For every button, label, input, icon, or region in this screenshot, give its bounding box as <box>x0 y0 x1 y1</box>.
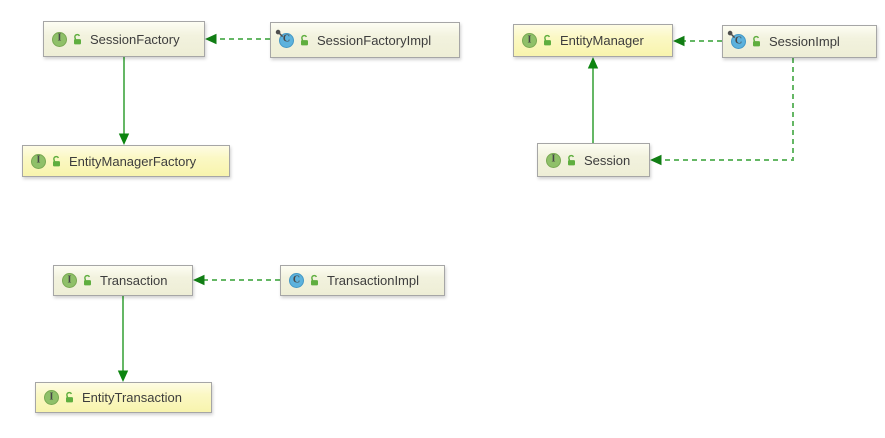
class-icon: C <box>275 29 294 48</box>
type-icon-letter: I <box>57 32 62 44</box>
node-label: EntityManagerFactory <box>69 153 197 169</box>
type-icon-letter: I <box>551 153 556 165</box>
type-icon-letter: C <box>282 33 291 45</box>
node-session-factory-impl[interactable]: C SessionFactoryImpl <box>270 22 460 58</box>
interface-icon: I <box>522 33 537 48</box>
node-entity-manager-factory[interactable]: I EntityManagerFactory <box>22 145 230 177</box>
node-label: Session <box>584 152 631 168</box>
public-lock-icon <box>66 391 73 403</box>
type-icon-letter: C <box>292 274 301 285</box>
interface-icon: I <box>546 152 561 168</box>
final-mark-icon <box>727 30 736 39</box>
node-entity-transaction[interactable]: I EntityTransaction <box>35 382 212 413</box>
interface-icon: I <box>62 273 77 288</box>
node-session-factory[interactable]: I SessionFactory <box>43 21 205 57</box>
class-icon: C <box>727 30 746 49</box>
arrowhead-icon <box>650 154 662 166</box>
edge-transactionimpl-to-transaction <box>193 274 280 286</box>
node-label: Transaction <box>100 273 168 288</box>
class-icon: C <box>289 273 304 288</box>
node-label: TransactionImpl <box>327 273 419 288</box>
arrowhead-icon <box>673 35 685 47</box>
type-icon-letter: I <box>527 34 532 45</box>
arrowhead-icon <box>587 57 599 69</box>
interface-icon: I <box>31 153 46 169</box>
node-label: SessionImpl <box>769 34 840 49</box>
arrowhead-icon <box>118 133 130 145</box>
interface-icon: I <box>44 390 59 405</box>
edge-session-to-entitymanager <box>587 57 599 143</box>
node-session[interactable]: I Session <box>537 143 650 177</box>
node-session-impl[interactable]: C SessionImpl <box>722 25 877 58</box>
edge-sessionimpl-to-session <box>650 58 794 166</box>
public-lock-icon <box>53 155 60 166</box>
node-label: SessionFactoryImpl <box>317 32 432 48</box>
public-lock-icon <box>74 33 81 44</box>
public-lock-icon <box>84 274 91 286</box>
final-mark-icon <box>275 29 284 37</box>
arrowhead-icon <box>205 33 217 45</box>
node-label: EntityTransaction <box>82 390 182 405</box>
arrowhead-icon <box>193 274 205 286</box>
node-transaction-impl[interactable]: C TransactionImpl <box>280 265 445 296</box>
type-icon-letter: I <box>49 391 54 402</box>
edge-sessionfactoryimpl-to-sessionfactory <box>205 33 270 45</box>
edge-sessionfactory-to-entitymanagerfactory <box>118 57 130 145</box>
public-lock-icon <box>301 34 308 45</box>
node-entity-manager[interactable]: I EntityManager <box>513 24 673 57</box>
public-lock-icon <box>311 274 318 286</box>
type-icon-letter: I <box>67 274 72 285</box>
type-icon-letter: C <box>734 35 743 46</box>
edge-sessionimpl-to-entitymanager <box>673 35 722 47</box>
edge-transaction-to-entitytransaction <box>117 296 129 382</box>
node-transaction[interactable]: I Transaction <box>53 265 193 296</box>
interface-icon: I <box>52 31 67 47</box>
public-lock-icon <box>544 34 551 46</box>
arrowhead-icon <box>117 370 129 382</box>
type-icon-letter: I <box>36 154 41 166</box>
public-lock-icon <box>568 154 575 165</box>
node-label: SessionFactory <box>90 31 180 47</box>
node-label: EntityManager <box>560 33 644 48</box>
public-lock-icon <box>753 35 760 47</box>
